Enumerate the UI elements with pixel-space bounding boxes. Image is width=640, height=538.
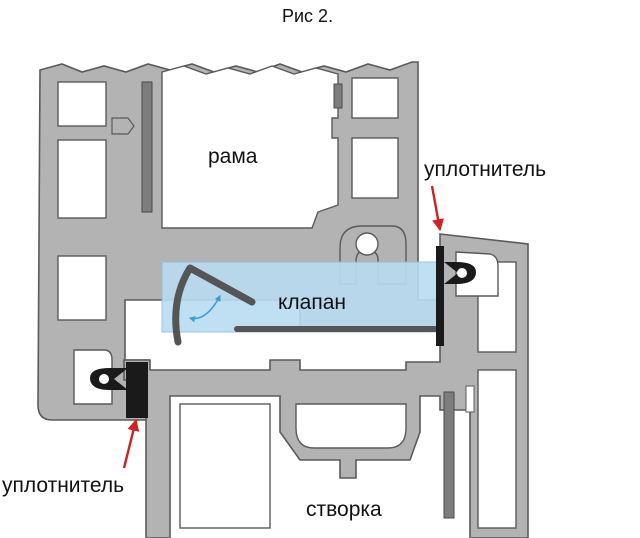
frame-chamber-right-2 bbox=[351, 137, 399, 199]
frame-chamber-left-3 bbox=[57, 255, 107, 321]
sash-chamber-center bbox=[295, 403, 407, 449]
frame-chamber-right-1 bbox=[351, 77, 399, 119]
frame-chamber-left-1 bbox=[57, 81, 107, 127]
sash-profile bbox=[123, 233, 529, 538]
seal-top-strip bbox=[436, 246, 444, 346]
seal-top bbox=[436, 246, 476, 346]
frame-slot bbox=[141, 81, 153, 213]
rotation-arrow-icon bbox=[188, 294, 221, 323]
figure-title: Рис 2. bbox=[282, 6, 333, 26]
sash-body bbox=[123, 233, 529, 538]
valve bbox=[161, 261, 441, 346]
frame-label: рама bbox=[208, 145, 258, 168]
seal-bottom-arrow-icon bbox=[122, 418, 140, 469]
valve-label: клапан bbox=[278, 291, 346, 314]
frame-bridge bbox=[111, 117, 135, 135]
seal-bottom-strip bbox=[126, 362, 148, 418]
frame-hook-hole bbox=[355, 232, 379, 256]
sash-slot bbox=[443, 391, 455, 519]
frame-profile bbox=[37, 61, 441, 421]
frame-slot-right bbox=[333, 83, 343, 109]
sash-chamber-small bbox=[465, 385, 475, 413]
sash-chamber-right-2 bbox=[477, 369, 517, 529]
seal-bottom bbox=[90, 362, 148, 418]
seal-top-arrow-icon bbox=[430, 185, 444, 232]
valve-flap bbox=[172, 264, 256, 346]
seal-bottom-label: уплотнитель bbox=[2, 474, 124, 497]
sash-chamber-left bbox=[179, 403, 271, 529]
seal-top-hole bbox=[457, 268, 467, 278]
seal-bottom-hole bbox=[99, 374, 109, 384]
valve-rod bbox=[234, 326, 438, 332]
seal-top-label: уплотнитель bbox=[424, 158, 546, 181]
sash-label: створка bbox=[306, 498, 382, 521]
frame-chamber-left-2 bbox=[57, 139, 107, 219]
